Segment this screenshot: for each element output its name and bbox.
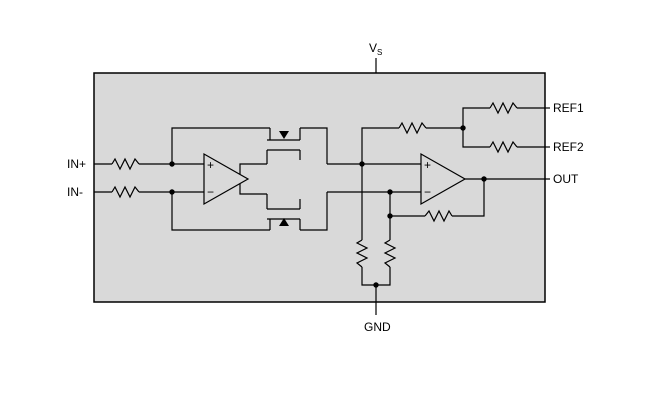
upper-mosfet-arrow (279, 131, 289, 139)
input-amp-triangle (203, 152, 250, 206)
input-amplifier: + − (203, 152, 250, 206)
feedback-resistor (424, 209, 453, 223)
ground-resistors (355, 164, 397, 286)
in-minus-label: IN- (67, 185, 83, 199)
reference-network (361, 101, 545, 164)
in-minus-path: IN- (67, 185, 204, 199)
output-amplifier: + − (420, 152, 467, 206)
ref1-resistor (489, 101, 518, 115)
ground-resistor-right (383, 239, 397, 268)
ref2-label: REF2 (553, 140, 584, 154)
ref2-resistor (489, 140, 518, 154)
vs-pin: V S (369, 41, 382, 73)
lower-mosfet (171, 192, 328, 231)
input-amp-minus: − (207, 185, 214, 199)
package-body (93, 72, 546, 303)
in-plus-resistor (111, 157, 140, 171)
lower-mosfet-arrow (279, 218, 289, 226)
output-amp-triangle (420, 152, 467, 206)
upper-mosfet (171, 127, 328, 164)
vs-label: V (369, 41, 377, 55)
gnd-label: GND (364, 320, 391, 334)
ground-resistor-left (355, 239, 369, 268)
vs-subscript: S (377, 48, 382, 57)
out-label: OUT (553, 172, 579, 186)
in-minus-resistor (111, 185, 140, 199)
feedback-network (387, 179, 485, 240)
output-amp-plus: + (424, 158, 431, 172)
ref1-label: REF1 (553, 101, 584, 115)
input-amp-plus: + (207, 158, 214, 172)
in-plus-label: IN+ (67, 157, 86, 171)
output-amp-minus: − (424, 185, 431, 199)
ref-feed-resistor (398, 121, 427, 135)
